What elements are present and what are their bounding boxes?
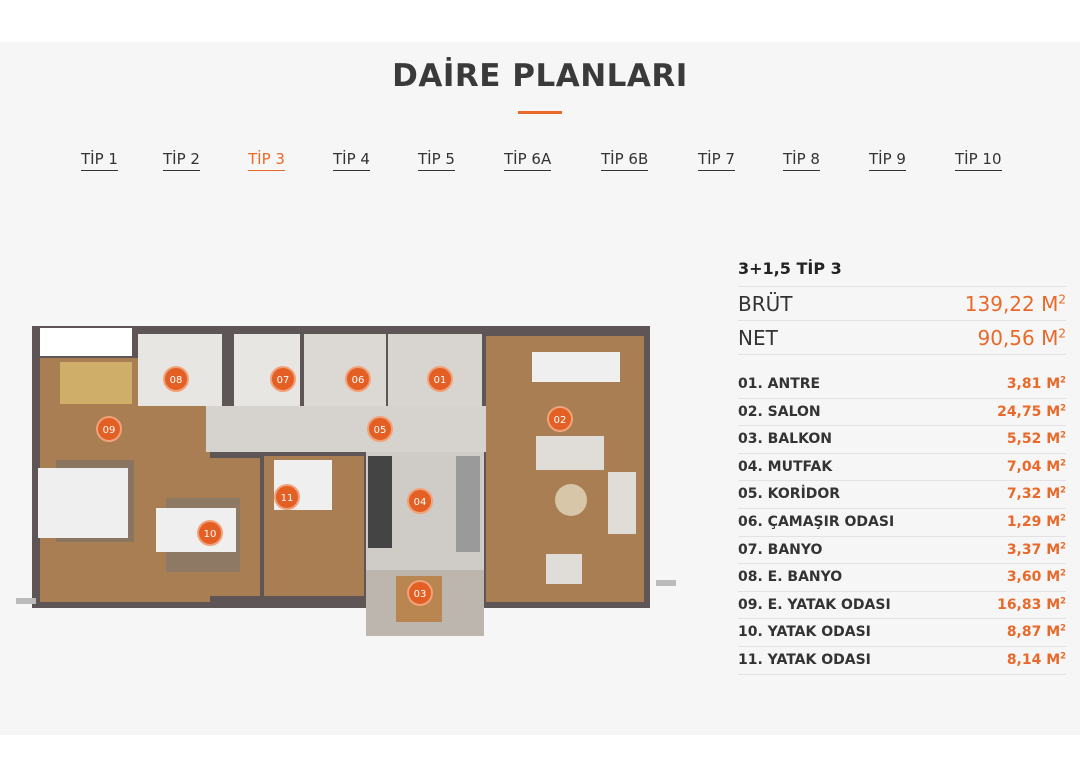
tab-tip-7[interactable]: TİP 7 bbox=[698, 150, 735, 171]
room-badge-02: 02 bbox=[547, 406, 573, 432]
floor-plan-image: 01 02 03 04 05 06 07 08 09 10 11 bbox=[16, 322, 676, 642]
page-title: DAİRE PLANLARI bbox=[392, 58, 688, 94]
tab-tip-3[interactable]: TİP 3 bbox=[248, 150, 285, 171]
room-badge-10: 10 bbox=[197, 520, 223, 546]
type-tabs: TİP 1 TİP 2 TİP 3 TİP 4 TİP 5 TİP 6A TİP… bbox=[0, 150, 1080, 180]
room-badge-04: 04 bbox=[407, 488, 433, 514]
room-badge-05: 05 bbox=[367, 416, 393, 442]
plan-details: 3+1,5 TİP 3 BRÜT 139,22 M2 NET 90,56 M2 … bbox=[738, 255, 1066, 675]
net-area-row: NET 90,56 M2 bbox=[738, 321, 1066, 355]
floor-plan-drawing bbox=[16, 326, 676, 636]
title-underline bbox=[518, 111, 562, 114]
room-06-floor bbox=[304, 334, 386, 406]
room-badge-08: 08 bbox=[163, 366, 189, 392]
gross-area-value: 139,22 M2 bbox=[964, 292, 1066, 316]
room-badge-03: 03 bbox=[407, 580, 433, 606]
tab-tip-8[interactable]: TİP 8 bbox=[783, 150, 820, 171]
gross-area-label: BRÜT bbox=[738, 292, 793, 316]
tab-tip-4[interactable]: TİP 4 bbox=[333, 150, 370, 171]
net-area-value: 90,56 M2 bbox=[977, 326, 1066, 350]
room-badge-09: 09 bbox=[96, 416, 122, 442]
tab-tip-6a[interactable]: TİP 6A bbox=[504, 150, 552, 171]
gross-area-row: BRÜT 139,22 M2 bbox=[738, 287, 1066, 321]
tab-tip-5[interactable]: TİP 5 bbox=[418, 150, 455, 171]
room-05-floor bbox=[206, 406, 486, 452]
tab-tip-6b[interactable]: TİP 6B bbox=[601, 150, 649, 171]
tab-tip-2[interactable]: TİP 2 bbox=[163, 150, 200, 171]
tab-tip-10[interactable]: TİP 10 bbox=[955, 150, 1002, 171]
plan-type-title: 3+1,5 TİP 3 bbox=[738, 255, 1066, 287]
net-area-label: NET bbox=[738, 326, 778, 350]
room-badge-11: 11 bbox=[274, 484, 300, 510]
tab-tip-9[interactable]: TİP 9 bbox=[869, 150, 906, 171]
room-badge-07: 07 bbox=[270, 366, 296, 392]
room-badge-01: 01 bbox=[427, 366, 453, 392]
tab-tip-1[interactable]: TİP 1 bbox=[81, 150, 118, 171]
room-badge-06: 06 bbox=[345, 366, 371, 392]
